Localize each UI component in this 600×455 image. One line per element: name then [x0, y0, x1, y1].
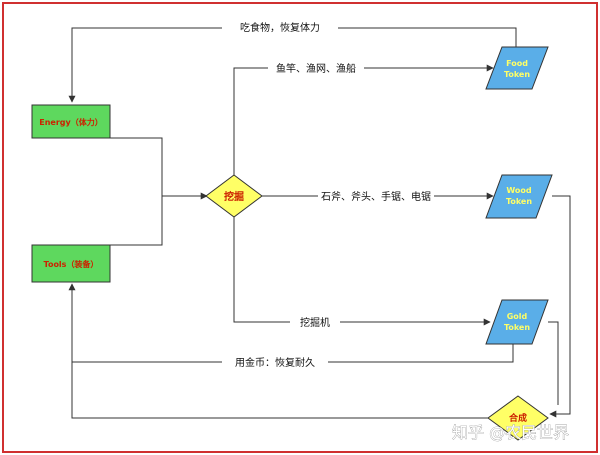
edge-dig-to-gold [233, 217, 491, 326]
edge-tools-to-dig [110, 196, 163, 246]
food-token-line1: Food [506, 59, 528, 68]
gold-token-node: Gold Token [485, 299, 549, 345]
edge-label-repair: 用金币：恢复耐久 [235, 356, 315, 369]
dig-node-label: 挖掘 [224, 190, 244, 203]
gold-token-line1: Gold [507, 312, 528, 321]
edge-gold-to-synth [548, 321, 559, 405]
edge-label-chopping: 石斧、斧头、手锯、电锯 [321, 190, 431, 203]
edge-energy-to-dig [110, 137, 208, 200]
food-token-node: Food Token [485, 46, 549, 90]
energy-node-label: Energy（体力） [39, 117, 102, 127]
edge-synth-to-tools [71, 362, 490, 419]
tools-node: Tools（装备） [31, 244, 111, 283]
edge-dig-to-food [233, 64, 494, 175]
food-token-line2: Token [504, 70, 530, 79]
synth-decision-node: 合成 [487, 395, 549, 441]
edge-wood-to-synth [549, 195, 571, 418]
synth-node-label: 合成 [509, 412, 527, 424]
edge-label-eat: 吃食物，恢复体力 [240, 21, 320, 34]
gold-token-line2: Token [504, 323, 530, 332]
wood-token-node: Wood Token [485, 174, 553, 219]
tools-node-label: Tools（装备） [44, 259, 99, 269]
energy-node: Energy（体力） [31, 104, 111, 139]
edge-label-mining: 挖掘机 [300, 316, 330, 329]
edge-label-fishing: 鱼竿、渔网、渔船 [276, 62, 356, 75]
dig-decision-node: 挖掘 [205, 174, 263, 218]
watermark-text: 知乎 @农民世界 [452, 423, 569, 442]
wood-token-line2: Token [506, 197, 532, 206]
wood-token-line1: Wood [506, 186, 532, 195]
